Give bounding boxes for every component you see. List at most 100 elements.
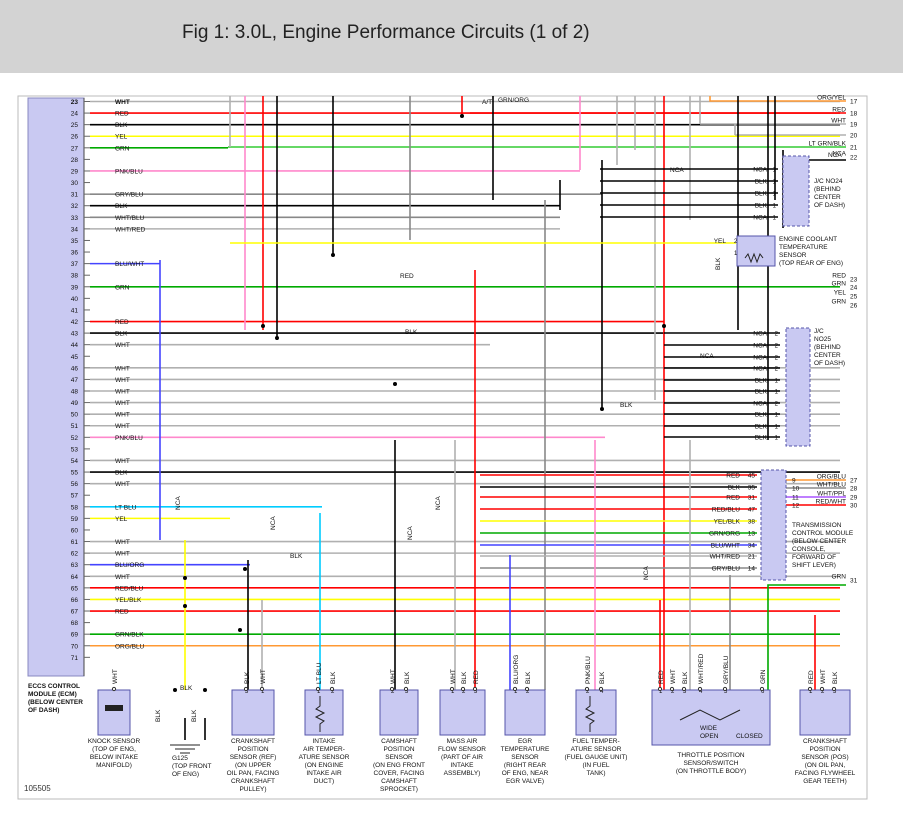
ecm-pin-number: 51	[71, 423, 79, 430]
tps-pin-wire-label: GRY/BLU	[723, 655, 730, 684]
ecm-pin-number: 36	[71, 250, 79, 257]
ecm-wire-label: BLU/ORG	[115, 562, 144, 569]
ecm-pin-number: 56	[71, 481, 79, 488]
ckp-pos-label: SENSOR (POS)	[801, 754, 848, 761]
tcm-pin-number: 45	[748, 473, 756, 480]
tcm-pin-number: 21	[748, 554, 756, 561]
tps-closed-label: CLOSED	[736, 733, 763, 740]
ckp-ref-pin-wire-label: WHT	[260, 669, 267, 684]
ckp-pos-pin-terminal	[807, 686, 813, 692]
ecm-pin-number: 38	[71, 273, 79, 280]
figure-id: 105505	[24, 784, 51, 793]
ecm-wire-label: RED	[115, 609, 129, 616]
maf-pin-wire-label: WHT	[450, 669, 457, 684]
tps-wide-open-label: WIDE	[700, 725, 718, 732]
jc24-wire-label: BLK	[755, 191, 768, 198]
ckp-pos-pin-terminal	[819, 686, 825, 692]
tcm-wire-label: RED	[726, 495, 740, 502]
ckp-ref-pin-wire-label: BLK	[244, 671, 251, 684]
right-pin-number: 18	[850, 111, 858, 118]
tcm-label: TRANSMISSION	[792, 522, 842, 529]
ect-label: SENSOR	[779, 252, 807, 259]
g125-label: (TOP FRONT	[172, 763, 212, 770]
right-wire-label: ORG/BLU	[817, 474, 847, 481]
ecm-pin-number: 53	[71, 446, 79, 453]
ckp-ref-label: CRANKSHAFT	[231, 778, 275, 785]
ecm-wire-label: WHT	[115, 412, 130, 419]
right-pin-number: 25	[850, 294, 858, 301]
blk-label: BLK	[290, 553, 303, 560]
jc25-wire-label: NCA	[753, 331, 767, 338]
maf-pin-terminal	[472, 686, 478, 692]
egr-label: TEMPERATURE	[501, 746, 550, 753]
ecm-pin-number: 30	[71, 180, 79, 187]
maf-pin-wire-label: RED	[473, 670, 480, 684]
ecm-pin-number: 65	[71, 585, 79, 592]
right-wire-label: RED	[832, 273, 846, 280]
cmp-pin-number: 2	[391, 689, 395, 695]
ecm-pin-number: 42	[71, 319, 79, 326]
maf-label: ASSEMBLY)	[444, 770, 481, 777]
iat-pin-wire-label: BLK	[330, 671, 337, 684]
ckp-pos-label: POSITION	[809, 746, 840, 753]
ecm-pin-number: 37	[71, 261, 79, 268]
ftemp-label: (IN FUEL	[582, 762, 609, 769]
ecm-wire-label: PNK/BLU	[115, 435, 143, 442]
tps-box	[651, 689, 771, 746]
cmp-label: (ON ENG FRONT	[373, 762, 425, 769]
ecm-wire-label: WHT/BLU	[115, 215, 145, 222]
ckp-ref-label: CRANKSHAFT	[231, 738, 275, 745]
ecm-pin-number: 32	[71, 203, 79, 210]
right-wire-label: NCA	[832, 151, 846, 158]
jc24-label: J/C NO24	[814, 178, 843, 185]
maf-pin-number: 2	[462, 689, 466, 695]
ckp-pos-pin-number: 1	[809, 689, 813, 695]
iat-pin-number: 1	[317, 689, 321, 695]
right-wire-label: GRN	[832, 574, 847, 581]
ecm-wire-label: WHT	[115, 551, 130, 558]
tps-pin-terminal	[657, 686, 663, 692]
ecm-pin-number: 26	[71, 134, 79, 141]
maf-pin-terminal	[460, 686, 466, 692]
ckp-pos-pin-number: 2	[821, 689, 825, 695]
ckp-ref-box	[231, 689, 275, 736]
nca-label: NCA	[700, 353, 714, 360]
ecm-wire-label: GRN	[115, 284, 130, 291]
egr-label: SENSOR	[511, 754, 539, 761]
ecm-wire-label: BLU/WHT	[115, 261, 144, 268]
tcm-wire-label: GRY/BLU	[712, 566, 741, 573]
ect-pin: 2	[734, 239, 738, 245]
jc24-pin-number: 1	[773, 216, 777, 222]
right-pin-number: 22	[850, 155, 858, 162]
jc24-wire-label: NCA	[753, 167, 767, 174]
splice-dot	[173, 688, 177, 692]
egr-label: EGR VALVE)	[506, 778, 544, 785]
right-pin-number: 27	[850, 478, 858, 485]
splice-dot	[275, 336, 279, 340]
jc25-wire-label: NCA	[753, 343, 767, 350]
title-bar: Fig 1: 3.0L, Engine Performance Circuits…	[0, 0, 903, 73]
cmp-pin-number: 3	[405, 689, 409, 695]
knock-label: BELOW INTAKE	[90, 754, 139, 761]
right-wire-label: RED/WHT	[816, 499, 846, 506]
tcm-label: CONSOLE,	[792, 546, 826, 553]
ecm-pin-number: 43	[71, 331, 79, 338]
ckp-pos-label: CRANKSHAFT	[803, 738, 847, 745]
ecm-pin-number: 70	[71, 643, 79, 650]
ecm-wire-label: BLK	[115, 331, 128, 338]
ecm-wire-label: YEL/BLK	[115, 597, 142, 604]
nca-label: NCA	[270, 516, 277, 530]
tps-pin-wire-label: RED	[658, 670, 665, 684]
ecm-pin-number: 25	[71, 122, 79, 129]
ckp-ref-label: SENSOR (REF)	[230, 754, 277, 761]
ecm-pin-number: 62	[71, 551, 79, 558]
ecm-wire-label: RED	[115, 111, 129, 118]
ecm-pin-number: 69	[71, 632, 79, 639]
jc25-label: NO25	[814, 336, 831, 343]
maf-box	[439, 689, 486, 736]
ckp-ref-label: OIL PAN, FACING	[227, 770, 280, 777]
jc25-wire-label: BLK	[755, 435, 768, 442]
tcm-label: (BELOW CENTER	[792, 538, 846, 545]
maf-label: MASS AIR	[447, 738, 478, 745]
knock-label: MANIFOLD)	[96, 762, 132, 769]
